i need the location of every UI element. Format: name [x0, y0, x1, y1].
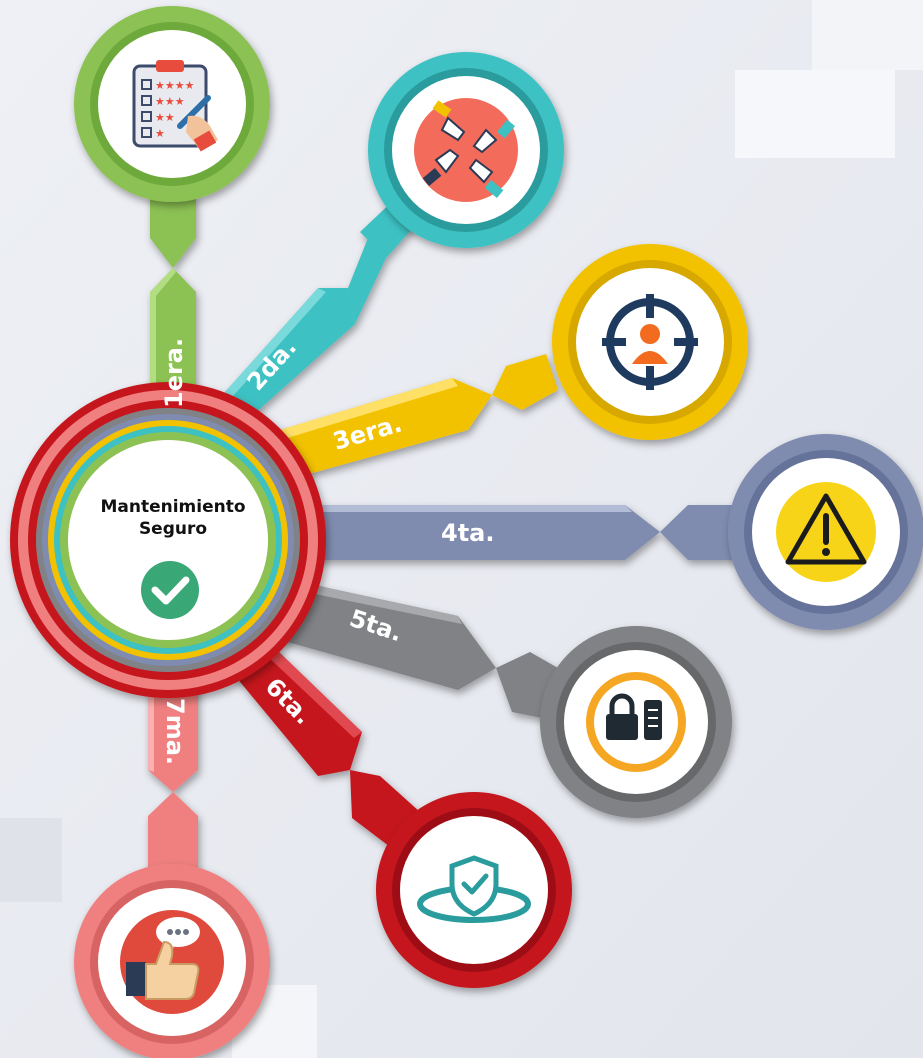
arm-step-4 — [270, 505, 760, 560]
step-label: 4ta. — [441, 519, 494, 547]
node-step-4 — [728, 434, 923, 630]
checklist-clipboard-icon: ★★★★ ★★★ ★★ ★ — [132, 60, 218, 152]
center-title: Mantenimiento Seguro — [68, 496, 278, 540]
center-hub — [10, 382, 326, 698]
teamwork-hands-icon — [414, 98, 518, 202]
check-circle-icon — [141, 561, 199, 619]
step-label: 1era. — [160, 338, 188, 408]
padlock-tag-icon — [586, 672, 686, 772]
target-person-icon — [602, 294, 698, 390]
svg-text:★: ★ — [155, 127, 165, 140]
center-title-line-2: Seguro — [138, 519, 208, 539]
bg-tile — [735, 70, 895, 158]
warning-triangle-icon — [776, 482, 876, 582]
center-title-line-1: Mantenimiento — [100, 497, 246, 517]
bg-tile — [812, 0, 923, 70]
bg-tile — [0, 818, 62, 902]
svg-text:★★★★: ★★★★ — [155, 79, 195, 92]
thumbs-up-chat-icon — [120, 910, 224, 1014]
svg-text:★★★: ★★★ — [155, 95, 185, 108]
arm-step-1 — [150, 195, 196, 410]
shield-check-icon — [417, 855, 531, 923]
step-label: 7ma. — [161, 698, 189, 765]
svg-text:★★: ★★ — [155, 111, 175, 124]
